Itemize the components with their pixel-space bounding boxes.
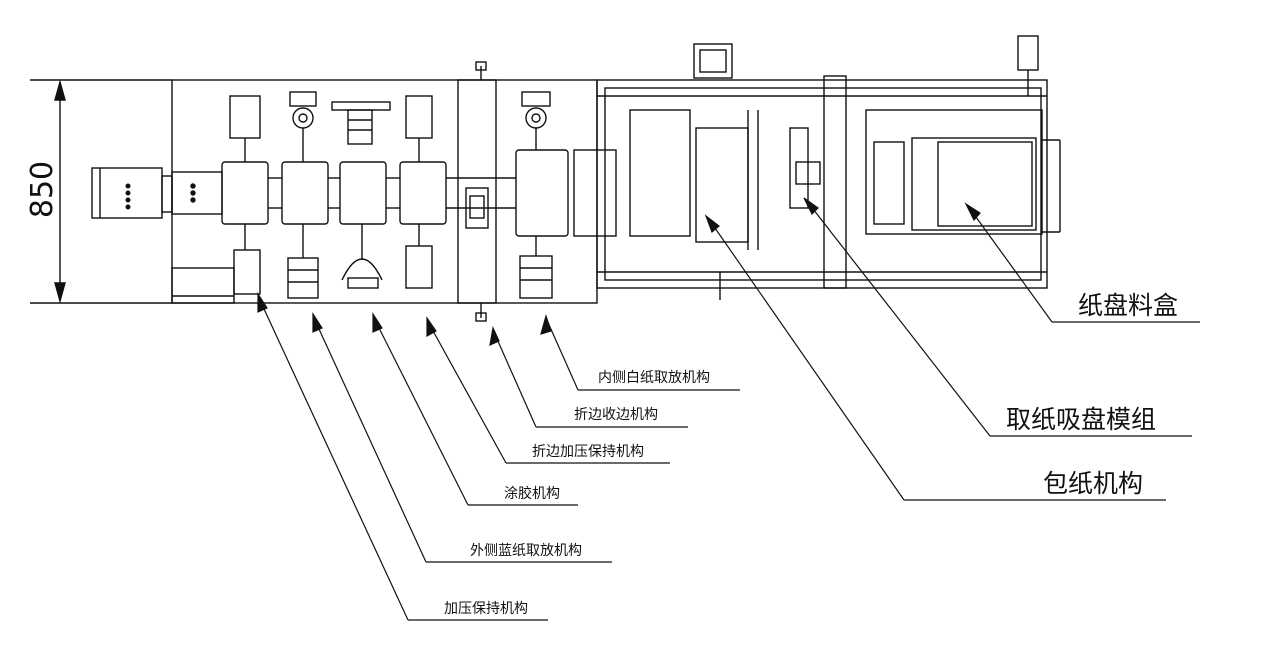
callout-paper-wrapping: 包纸机构 (1043, 469, 1144, 498)
callout-outer-blue-paper: 外侧蓝纸取放机构 (470, 543, 582, 559)
motor-unit (91, 167, 173, 219)
dimension-850 (30, 79, 172, 304)
callout-fold-edge-retract: 折边收边机构 (574, 407, 658, 423)
upper-mechanisms (229, 91, 551, 162)
leader-lines (257, 197, 1200, 621)
callout-glue-coating: 涂胶机构 (504, 486, 560, 502)
main-frame (171, 61, 598, 322)
dimension-label: 850 (25, 160, 61, 219)
callout-press-hold: 加压保持机构 (444, 601, 528, 617)
paper-tray (865, 109, 1061, 235)
callout-paper-tray-box: 纸盘料盒 (1078, 291, 1179, 320)
center-shaft (171, 149, 617, 237)
callout-suction-module: 取纸吸盘模组 (1006, 405, 1157, 434)
wrapping-frame (596, 35, 1048, 300)
lower-mechanisms (233, 224, 553, 299)
callout-inner-white-paper: 内侧白纸取放机构 (598, 370, 710, 386)
callout-fold-edge-press-hold: 折边加压保持机构 (532, 444, 644, 460)
